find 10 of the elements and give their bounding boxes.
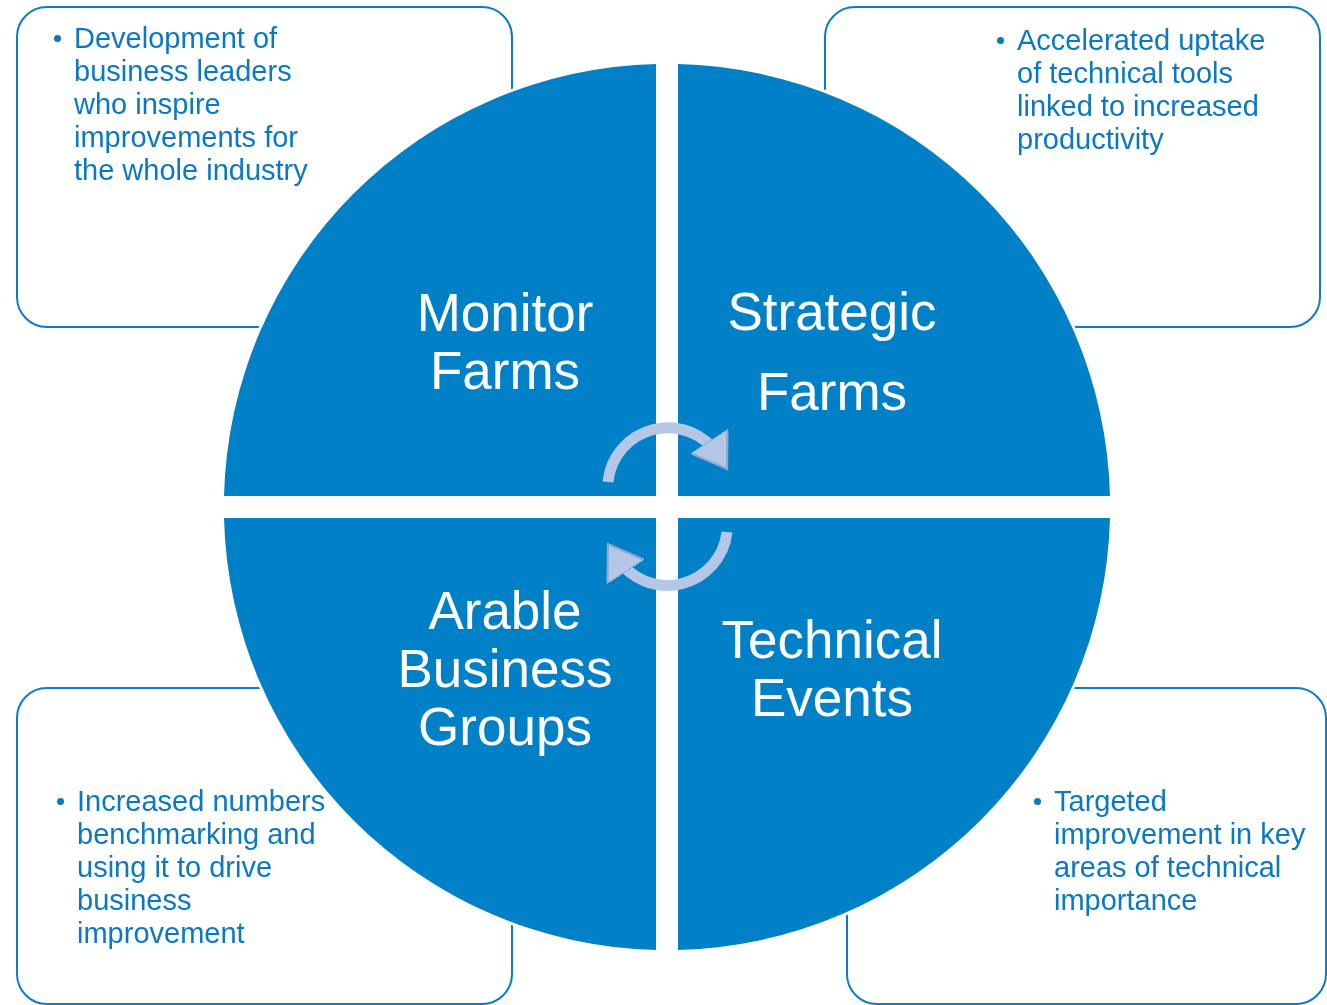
quadrant-title: Strategic Farms [726,281,938,423]
quadrant-title: Technical Events [720,611,944,727]
curved-arrow [606,531,733,591]
bullet-text: Accelerated uptake of technical tools linked to increased productivity [1017,24,1291,156]
bullet-text: Targeted improvement in key areas of technical importance [1054,785,1327,917]
curved-arrow [602,422,729,483]
quadrant-title: Arable Business Groups [396,582,614,756]
bullet-text: Development of business leaders who inspire improvements for the whole industry [74,22,336,187]
quadrant-title: Monitor Farms [415,284,595,400]
bullet-text: Increased numbers benchmarking and using it to drive business improvement [77,785,357,950]
